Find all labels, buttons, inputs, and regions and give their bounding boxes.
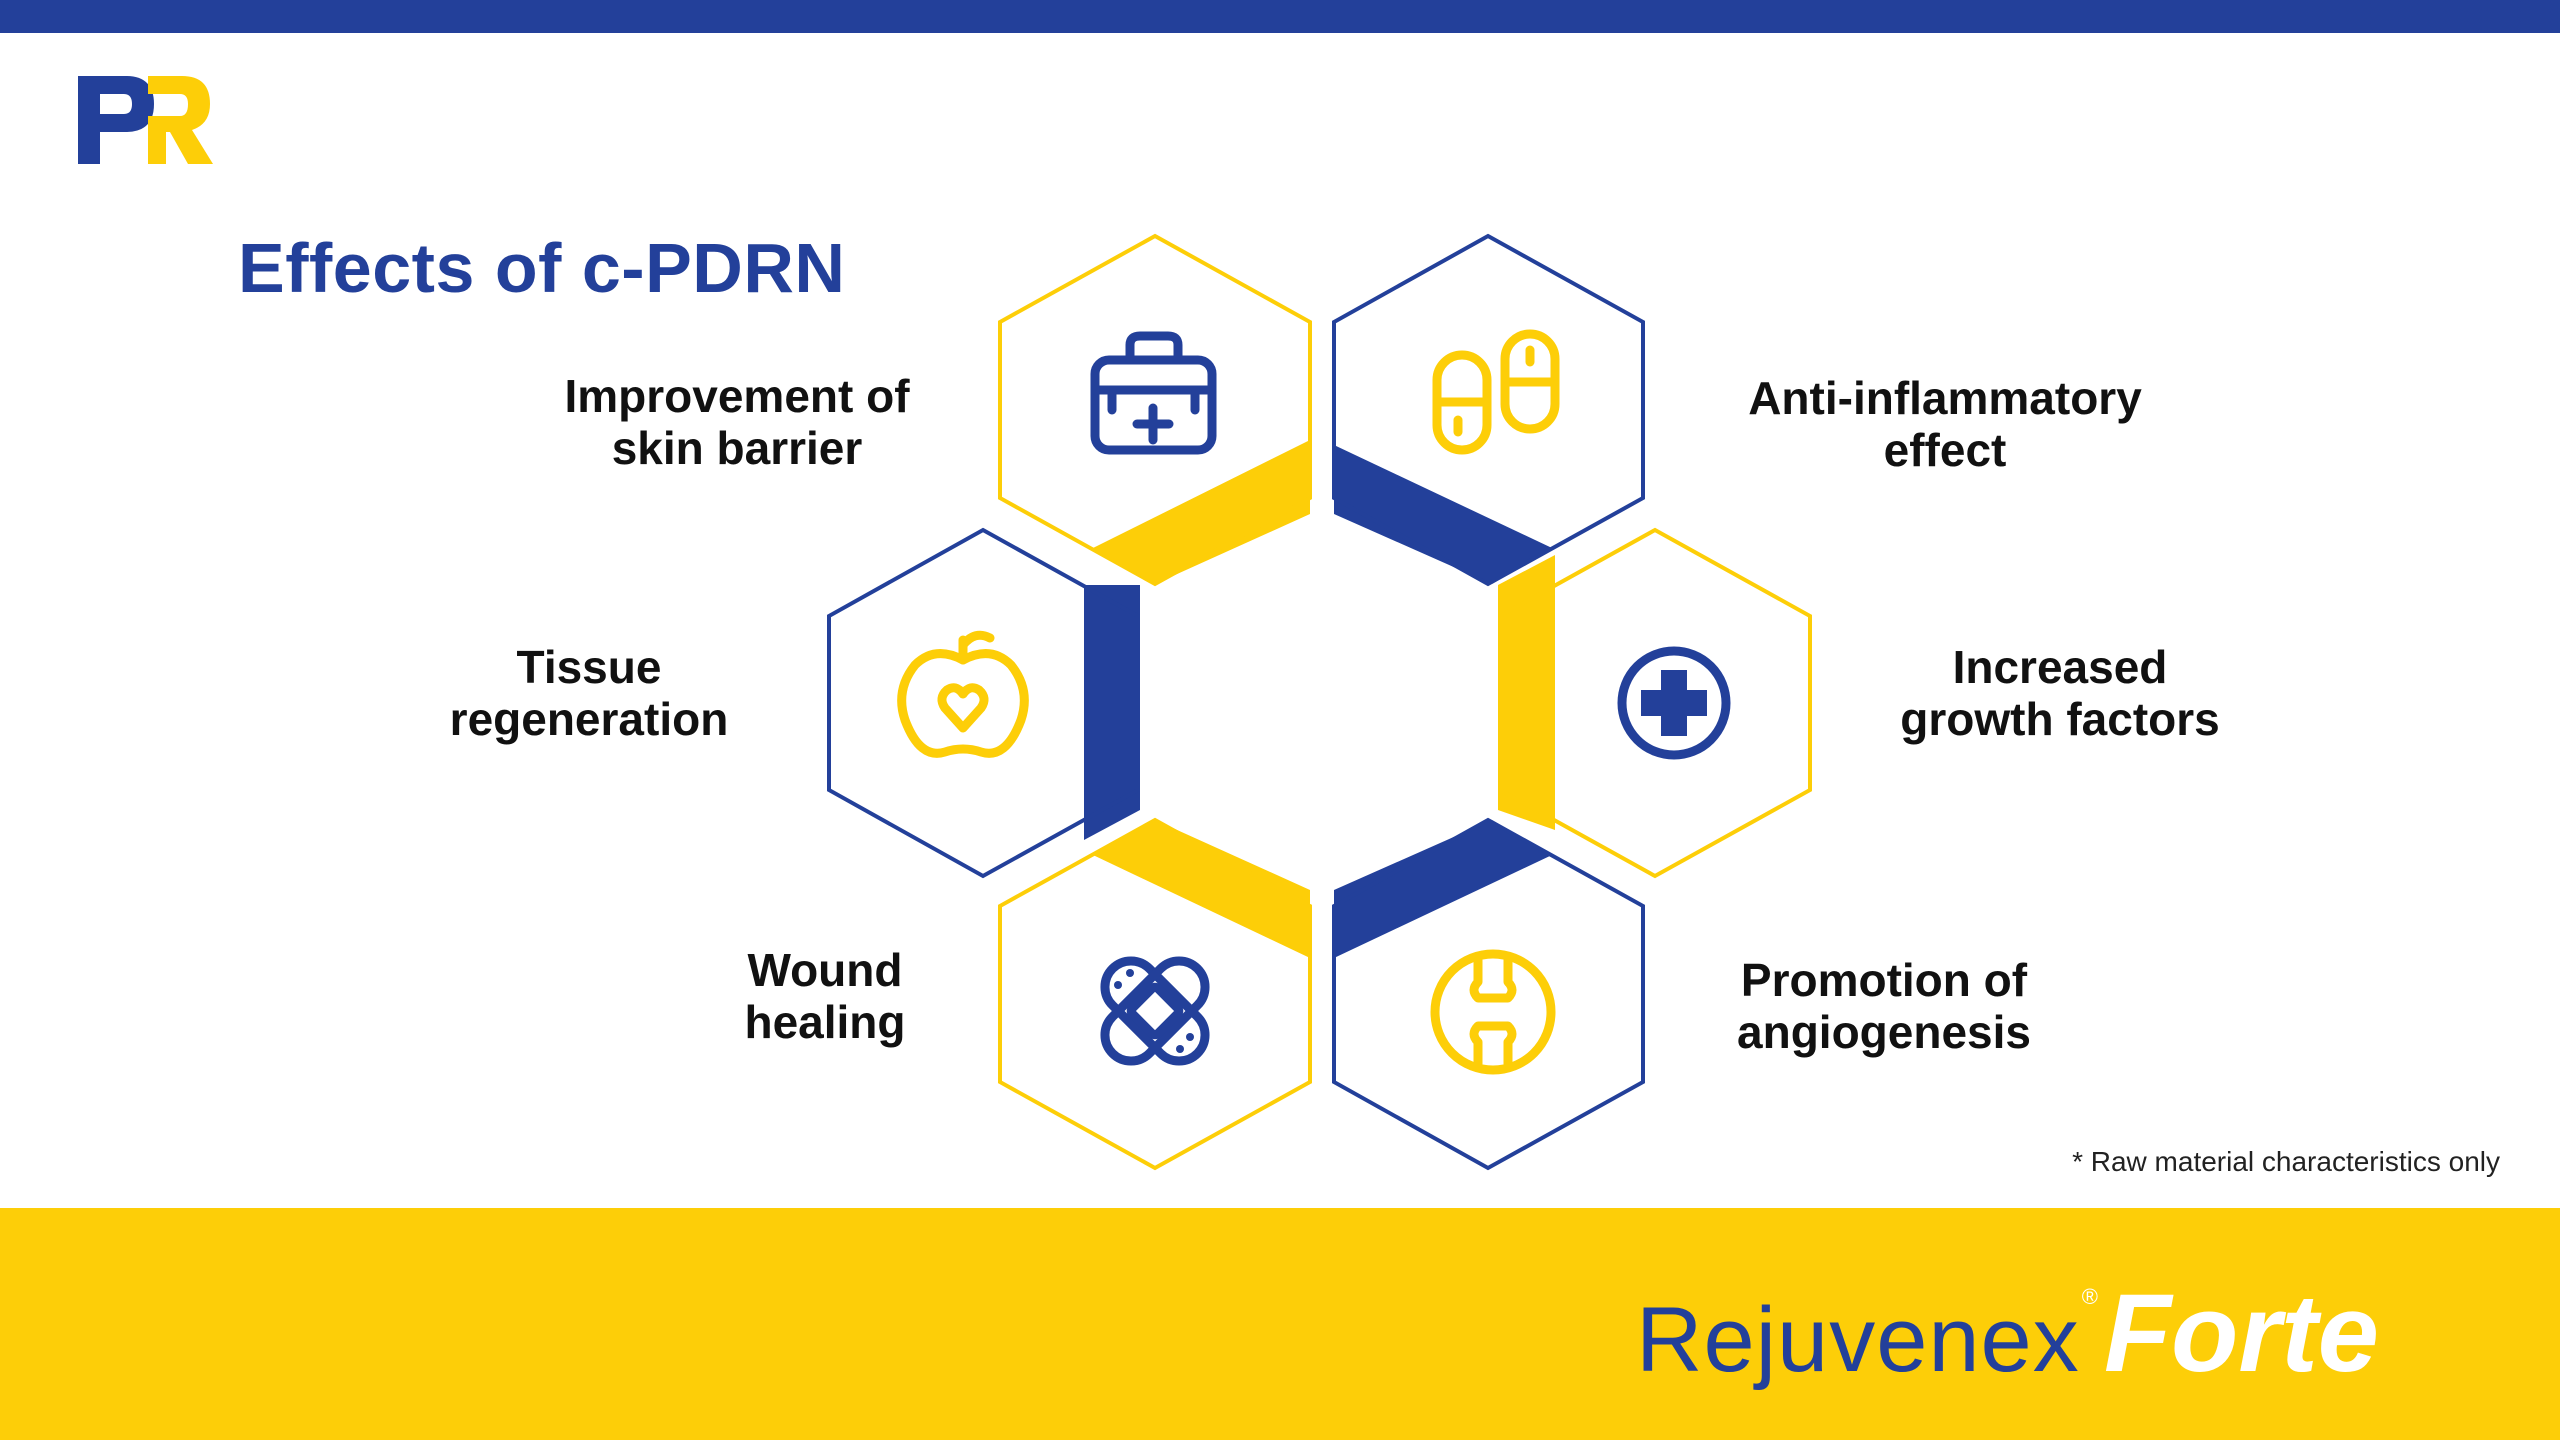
effect-label-line: effect bbox=[1883, 424, 2007, 476]
top-accent-bar bbox=[0, 0, 2560, 33]
medical-cross-icon bbox=[1617, 646, 1731, 760]
effect-label-line: Tissue bbox=[516, 641, 662, 693]
effect-label-anti-inflammatory: Anti-inflammatory effect bbox=[1645, 372, 2245, 476]
effect-label-line: Promotion of bbox=[1740, 954, 2028, 1006]
accent-bar-bottom-left bbox=[1093, 820, 1310, 958]
effect-label-line: healing bbox=[744, 996, 906, 1048]
footnote: * Raw material characteristics only bbox=[2072, 1146, 2500, 1177]
hex-bottom-right bbox=[1332, 817, 1645, 1171]
hex-left bbox=[827, 527, 1140, 879]
apple-heart-icon bbox=[897, 630, 1029, 758]
effect-label-line: Increased bbox=[1952, 641, 2168, 693]
hex-bottom-left bbox=[998, 817, 1312, 1171]
joint-icon bbox=[1430, 949, 1556, 1075]
bottom-brand-band bbox=[0, 1208, 2560, 1440]
brand-name: Rejuvenex bbox=[1636, 1289, 2080, 1391]
effect-label-growth-factors: Increased growth factors bbox=[1760, 641, 2360, 745]
accent-bar-top-right bbox=[1334, 445, 1552, 584]
hex-top-left bbox=[998, 233, 1312, 587]
brand-sub: Forte bbox=[2103, 1272, 2379, 1395]
accent-bar-top-left bbox=[1093, 440, 1310, 584]
accent-bar-bottom-right bbox=[1334, 820, 1552, 958]
hex-right bbox=[1498, 527, 1812, 879]
effect-label-line: angiogenesis bbox=[1737, 1006, 2031, 1058]
effect-label-line: Wound bbox=[747, 944, 903, 996]
page-title: Effects of c-PDRN bbox=[238, 229, 846, 307]
accent-bar-right bbox=[1498, 555, 1555, 830]
effect-label-skin-barrier: Improvement of skin barrier bbox=[437, 370, 1037, 474]
brand-logotype: Rejuvenex®Forte bbox=[1636, 1270, 2379, 1395]
registered-mark: ® bbox=[2081, 1284, 2098, 1309]
effect-label-line: regeneration bbox=[449, 693, 729, 745]
effect-label-tissue-regeneration: Tissue regeneration bbox=[289, 641, 889, 745]
hex-top-right bbox=[1332, 233, 1645, 587]
effect-label-line: Anti-inflammatory bbox=[1748, 372, 2142, 424]
medical-kit-icon bbox=[1090, 331, 1217, 455]
bandage-icon bbox=[1100, 956, 1210, 1066]
effect-label-line: Improvement of bbox=[564, 370, 910, 422]
effect-label-angiogenesis: Promotion of angiogenesis bbox=[1584, 954, 2184, 1058]
effect-label-wound-healing: Wound healing bbox=[525, 944, 1125, 1048]
pr-logo bbox=[78, 76, 213, 164]
accent-bar-left bbox=[1084, 585, 1140, 840]
effect-label-line: growth factors bbox=[1900, 693, 2220, 745]
effect-label-line: skin barrier bbox=[611, 422, 863, 474]
capsules-icon bbox=[1432, 329, 1560, 455]
